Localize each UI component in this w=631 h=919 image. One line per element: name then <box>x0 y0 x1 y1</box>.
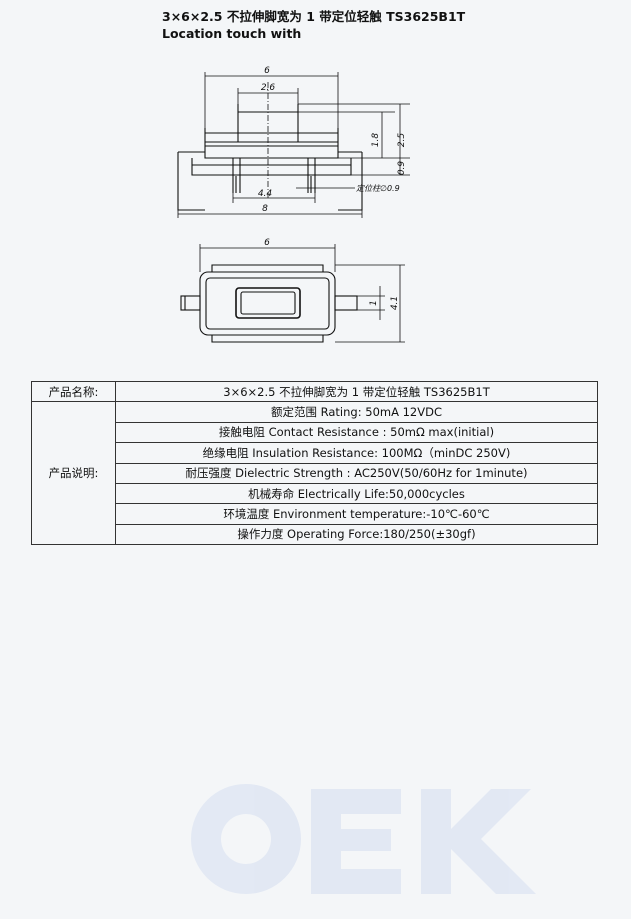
table-row: 机械寿命 Electrically Life:50,000cycles <box>32 482 598 505</box>
table-row: 操作力度 Operating Force:180/250(±30gf) <box>32 523 598 546</box>
table-row: 耐压强度 Dielectric Strength : AC250V(50/60H… <box>32 462 598 484</box>
table-row: 接触电阻 Contact Resistance : 50mΩ max(initi… <box>32 421 598 444</box>
side-view-dimensions <box>177 72 410 218</box>
table-row: 产品说明: 额定范围 Rating: 50mA 12VDC <box>31 401 598 546</box>
dim-height-1: 1.8 <box>371 133 381 148</box>
spec-row-insulation-resistance: 绝缘电阻 Insulation Resistance: 100MΩ（minDC … <box>115 442 598 464</box>
dim-width-top: 6 <box>264 66 270 76</box>
watermark-logo <box>191 784 536 894</box>
spec-row-electrical-life: 机械寿命 Electrically Life:50,000cycles <box>115 482 598 505</box>
table-row: 绝缘电阻 Insulation Resistance: 100MΩ（minDC … <box>32 442 598 464</box>
header-title: 3×6×2.5 不拉伸脚宽为 1 带定位轻触 TS3625B1T Locatio… <box>162 8 465 42</box>
dim-width-bottom: 6 <box>264 238 270 248</box>
dim-button: 2.6 <box>261 83 276 93</box>
dim-depth: 4.1 <box>390 296 400 310</box>
name-value: 3×6×2.5 不拉伸脚宽为 1 带定位轻触 TS3625B1T <box>115 380 598 403</box>
spec-row-contact-resistance: 接触电阻 Contact Resistance : 50mΩ max(initi… <box>115 421 598 444</box>
dim-pin-width: 1 <box>369 300 379 306</box>
top-view-dimensions <box>199 244 405 343</box>
table-row: 产品名称: 3×6×2.5 不拉伸脚宽为 1 带定位轻触 TS3625B1T <box>31 380 598 403</box>
dim-pin-pitch: 4.4 <box>258 189 273 199</box>
title-line-2: Location touch with <box>162 26 302 41</box>
dim-peg: 0.9 <box>397 161 407 176</box>
spec-row-dielectric-strength: 耐压强度 Dielectric Strength : AC250V(50/60H… <box>115 462 598 484</box>
name-label: 产品名称: <box>31 380 116 403</box>
dim-height-2: 2.5 <box>397 133 407 148</box>
spec-row-operating-force: 操作力度 Operating Force:180/250(±30gf) <box>115 523 598 546</box>
desc-label: 产品说明: <box>31 401 116 546</box>
technical-drawing: 6 2.6 1.8 2.5 0.9 4.4 8 定位柱∅0.9 6 1 4.1 <box>177 66 410 343</box>
table-row: 环境温度 Environment temperature:-10℃-60℃ <box>32 503 598 525</box>
spec-table-container: 产品名称: 3×6×2.5 不拉伸脚宽为 1 带定位轻触 TS3625B1T 产… <box>31 380 598 894</box>
top-view <box>180 264 358 343</box>
spec-table: 产品名称: 3×6×2.5 不拉伸脚宽为 1 带定位轻触 TS3625B1T 产… <box>31 380 598 546</box>
peg-note: 定位柱∅0.9 <box>356 184 400 193</box>
spec-row-rating: 额定范围 Rating: 50mA 12VDC <box>115 401 598 423</box>
title-line-1: 3×6×2.5 不拉伸脚宽为 1 带定位轻触 TS3625B1T <box>162 9 466 24</box>
spec-row-temperature: 环境温度 Environment temperature:-10℃-60℃ <box>115 503 598 525</box>
dim-overall: 8 <box>262 204 268 214</box>
